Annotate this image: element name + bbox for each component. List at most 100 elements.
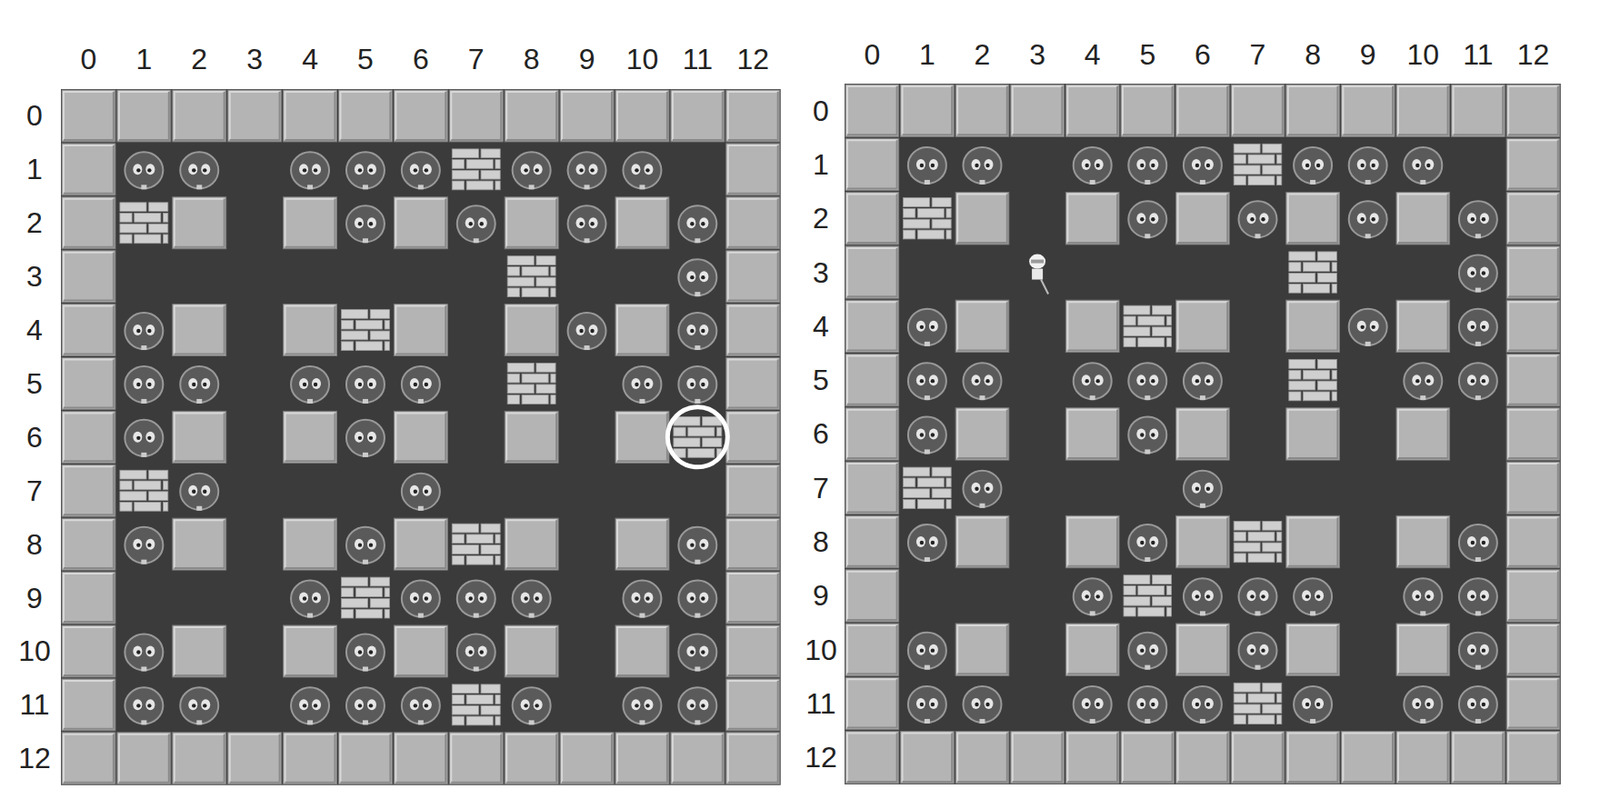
brick-block xyxy=(384,320,390,330)
column-number: 1 xyxy=(135,44,152,74)
wall-highlight xyxy=(847,356,898,405)
brick-block xyxy=(917,478,944,488)
enemy-head xyxy=(1459,200,1498,239)
brick-block xyxy=(466,160,493,170)
wall-block xyxy=(1506,354,1560,407)
wall-shadow xyxy=(1398,301,1449,350)
enemy-head xyxy=(124,420,163,458)
wall-block xyxy=(61,732,116,785)
brick-block xyxy=(1262,704,1282,714)
wall-block xyxy=(1120,731,1175,784)
wall-highlight xyxy=(902,86,953,135)
wall-shadow xyxy=(728,573,779,622)
wall-shadow xyxy=(63,252,114,301)
wall-highlight xyxy=(119,734,170,783)
enemy-head xyxy=(1403,147,1442,185)
wall-highlight xyxy=(174,91,225,140)
brick-block xyxy=(1138,316,1165,326)
enemy-head xyxy=(1403,686,1442,724)
enemy-head xyxy=(1128,524,1167,562)
wall-shadow xyxy=(957,194,1008,243)
brick-block xyxy=(341,320,354,330)
wall-highlight xyxy=(1288,194,1339,243)
wall-highlight xyxy=(450,91,501,140)
wall-shadow xyxy=(395,199,446,248)
wall-block xyxy=(955,300,1010,352)
wall-shadow xyxy=(1508,248,1559,297)
wall-highlight xyxy=(728,573,779,622)
enemy-head xyxy=(1293,147,1332,185)
wall-highlight xyxy=(1508,625,1559,674)
wall-shadow xyxy=(957,625,1008,674)
column-number: 4 xyxy=(301,44,319,74)
wall-block xyxy=(1506,731,1560,784)
enemy-head xyxy=(1459,524,1498,562)
wall-highlight xyxy=(1508,679,1559,728)
wall-highlight xyxy=(119,91,170,140)
wall-shadow xyxy=(1232,733,1283,782)
wall-shadow xyxy=(1067,410,1118,459)
wall-highlight xyxy=(506,520,557,569)
enemy-head xyxy=(963,686,1002,724)
wall-highlight xyxy=(1398,625,1449,674)
wall-block xyxy=(283,90,338,142)
wall-block xyxy=(1340,84,1395,137)
wall-block xyxy=(61,143,116,196)
enemy-head xyxy=(346,687,385,725)
brick-block xyxy=(120,501,132,511)
brick-block xyxy=(536,256,556,266)
wall-block xyxy=(845,84,900,137)
brick-block xyxy=(507,277,534,287)
brick-block xyxy=(120,202,147,212)
brick-block xyxy=(521,288,549,298)
column-number: 8 xyxy=(1304,40,1321,70)
wall-shadow xyxy=(340,91,391,140)
wall-block xyxy=(845,461,900,514)
wall-block xyxy=(1010,731,1065,784)
brick-block xyxy=(163,480,169,490)
wall-highlight xyxy=(957,301,1008,350)
wall-block xyxy=(61,358,116,410)
wall-block xyxy=(61,518,116,570)
wall-block xyxy=(615,410,670,463)
enemy-head xyxy=(1239,200,1278,239)
wall-highlight xyxy=(1178,517,1229,566)
row-number: 1 xyxy=(26,154,43,184)
brick-block xyxy=(507,395,520,405)
column-number: 6 xyxy=(1194,40,1211,70)
brick-block xyxy=(1303,391,1330,401)
wall-shadow xyxy=(847,356,898,405)
wall-shadow xyxy=(1067,517,1118,566)
wall-block xyxy=(726,571,780,624)
wall-shadow xyxy=(285,306,336,355)
brick-block xyxy=(1317,380,1337,390)
wall-block xyxy=(1230,84,1285,137)
wall-highlight xyxy=(1342,86,1393,135)
enemy-head xyxy=(512,580,551,619)
wall-block xyxy=(504,90,559,142)
wall-shadow xyxy=(1288,301,1339,350)
wall-shadow xyxy=(617,520,668,569)
brick-block xyxy=(1277,154,1282,164)
brick-block xyxy=(1233,176,1246,186)
wall-shadow xyxy=(672,734,723,783)
wall-block xyxy=(726,732,780,785)
wall-highlight xyxy=(617,520,668,569)
wall-highlight xyxy=(847,463,898,512)
wall-highlight xyxy=(1288,86,1339,135)
brick-block xyxy=(1152,596,1172,606)
enemy-head xyxy=(124,366,163,404)
brick-block xyxy=(1262,143,1282,153)
game-board xyxy=(60,89,781,786)
row-number: 11 xyxy=(19,690,50,720)
brick-block xyxy=(120,213,132,223)
brick-block xyxy=(688,449,715,459)
brick-block xyxy=(1138,607,1165,617)
brick-block xyxy=(341,577,369,587)
enemy-head xyxy=(963,470,1002,509)
enemy-head xyxy=(1459,309,1498,347)
wall-shadow xyxy=(1398,517,1449,566)
wall-highlight xyxy=(1508,517,1559,566)
wall-shadow xyxy=(847,571,898,620)
wall-block xyxy=(1065,84,1120,137)
